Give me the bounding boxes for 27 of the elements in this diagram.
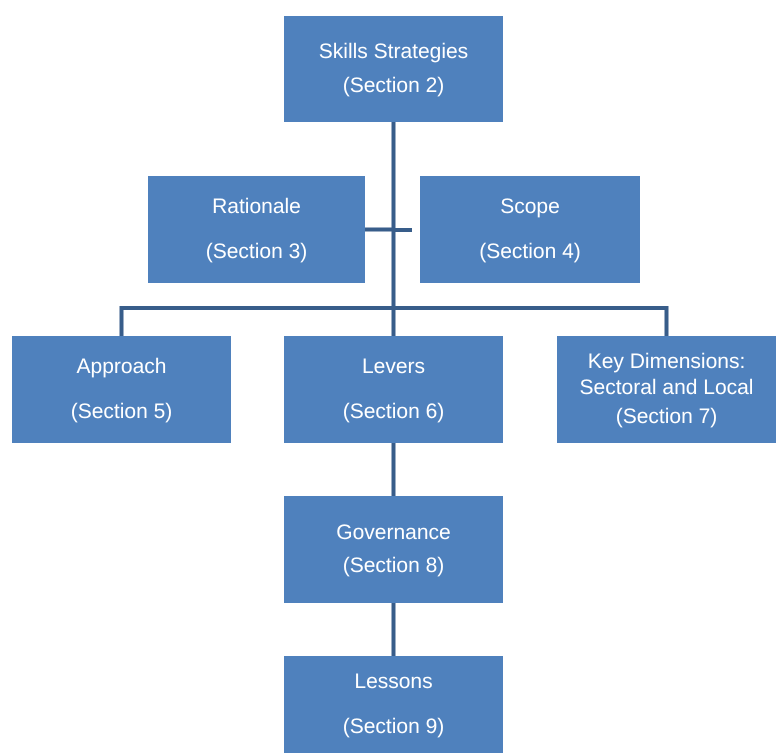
connector-line: [392, 122, 668, 336]
section-title: Scope: [500, 194, 560, 220]
section-box: [148, 176, 365, 283]
section-title: Approach: [76, 354, 166, 380]
section-number: (Section 2): [342, 73, 444, 99]
section-box: [284, 656, 503, 753]
section-number: (Section 8): [342, 552, 444, 578]
section-box: [12, 336, 231, 443]
connector-line: [392, 603, 396, 656]
section-title: Skills Strategies: [318, 38, 468, 65]
section-box: [557, 336, 776, 443]
section-number: (Section 7): [616, 404, 718, 430]
connector-line: [392, 443, 396, 496]
section-number: (Section 4): [479, 238, 581, 264]
section-box: [284, 16, 503, 122]
section-number: (Section 6): [342, 398, 444, 424]
section-number: (Section 9): [342, 714, 444, 740]
section-title: Governance: [336, 520, 451, 546]
section-box: [420, 176, 640, 283]
section-box: [284, 336, 503, 443]
section-title: Levers: [362, 354, 426, 380]
section-title: Key Dimensions: Sectoral and Local: [578, 349, 754, 402]
section-title: Rationale: [212, 194, 301, 220]
section-number: (Section 5): [70, 398, 172, 424]
section-number: (Section 3): [206, 238, 308, 264]
section-title: Lessons: [354, 669, 433, 696]
section-box: [284, 496, 503, 603]
